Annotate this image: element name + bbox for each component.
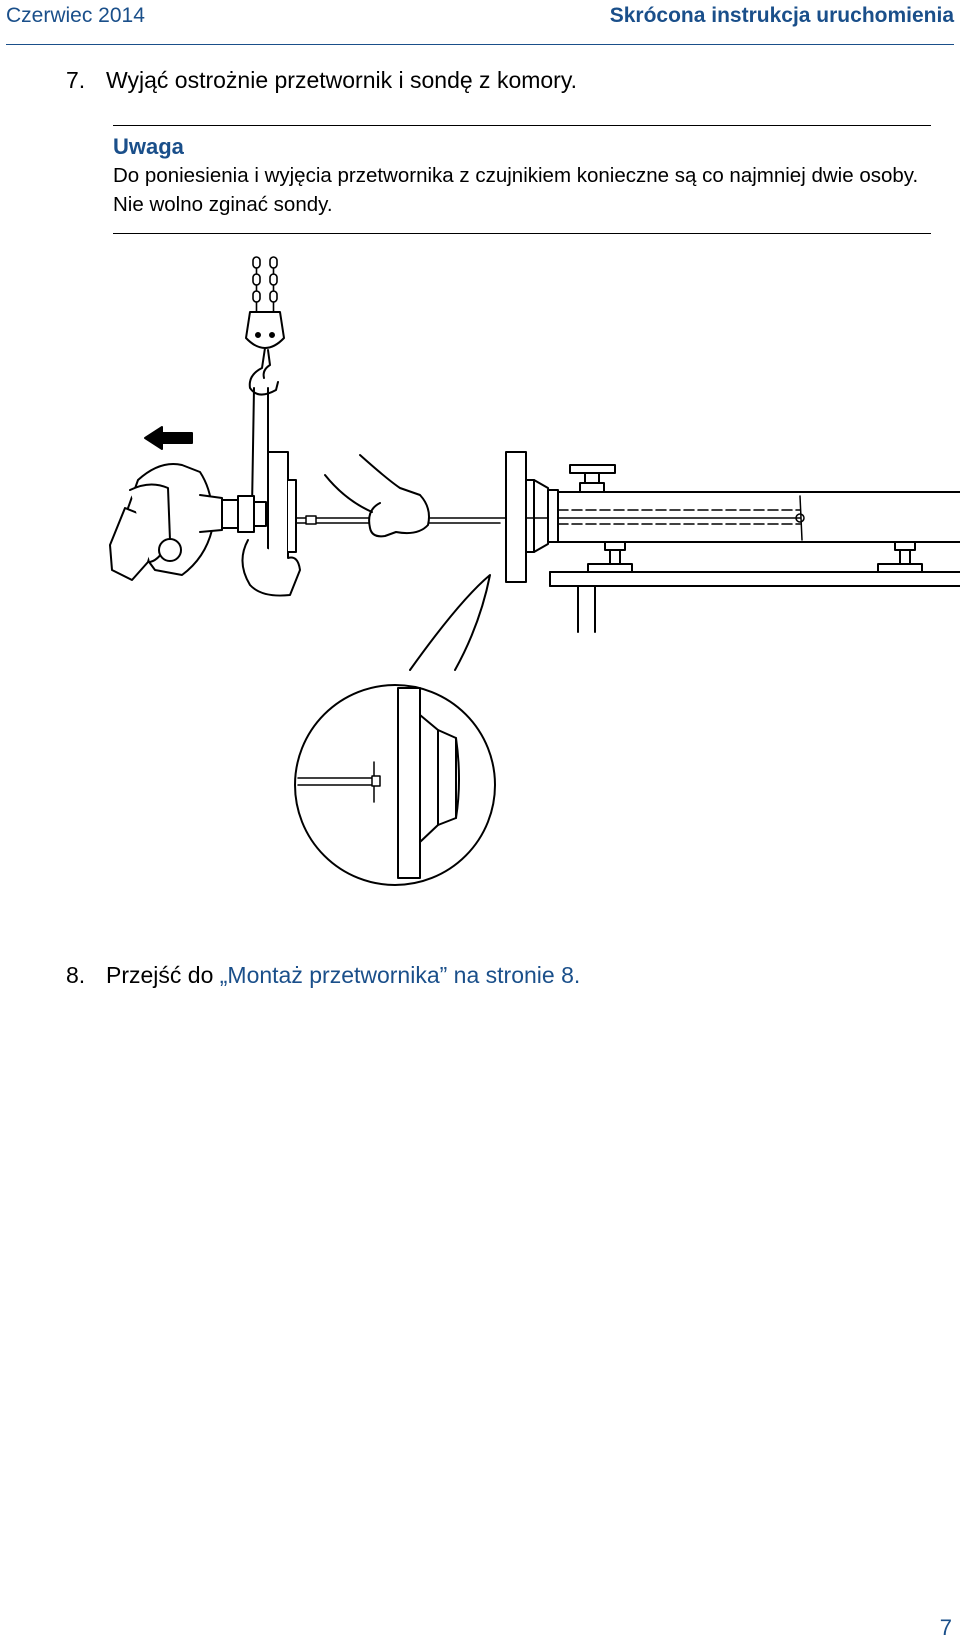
lifting-chains — [252, 256, 278, 313]
chamber-pipe — [557, 491, 960, 543]
step-8: 8. Przejść do „Montaż przetwornika” na st… — [66, 962, 580, 989]
hand-left — [241, 539, 301, 597]
step-number: 8. — [66, 962, 86, 988]
lifting-sling — [251, 387, 269, 509]
note-title: Uwaga — [113, 134, 184, 159]
step-7: 7. Wyjąć ostrożnie przetwornik i sondę z … — [66, 67, 577, 94]
drain-nozzles — [587, 541, 923, 573]
header-date: Czerwiec 2014 — [6, 4, 145, 27]
section-link[interactable]: „Montaż przetwornika” na stronie 8 — [219, 962, 574, 988]
note-top-rule — [113, 125, 931, 126]
header-title: Skrócona instrukcja uruchomienia — [609, 4, 954, 27]
support-stand — [549, 571, 960, 633]
note-bottom-rule — [113, 233, 931, 234]
transmitter-head — [109, 463, 267, 581]
hand-right — [324, 454, 430, 538]
step-number: 7. — [66, 67, 86, 93]
step-text-before: Przejść do — [106, 962, 220, 988]
lifting-hook — [245, 311, 285, 396]
step-text-after: . — [573, 962, 581, 988]
page-number: 7 — [939, 1615, 952, 1640]
arrow-left-icon — [144, 426, 193, 450]
step-text: Wyjąć ostrożnie przetwornik i sondę z ko… — [106, 67, 578, 93]
removal-illustration — [0, 240, 960, 920]
chamber-flange — [505, 451, 527, 583]
vent-valve — [569, 464, 616, 493]
detail-callout — [294, 574, 496, 886]
header-divider — [6, 44, 954, 45]
note-body: Do poniesienia i wyjęcia przetwornika z … — [113, 164, 919, 216]
